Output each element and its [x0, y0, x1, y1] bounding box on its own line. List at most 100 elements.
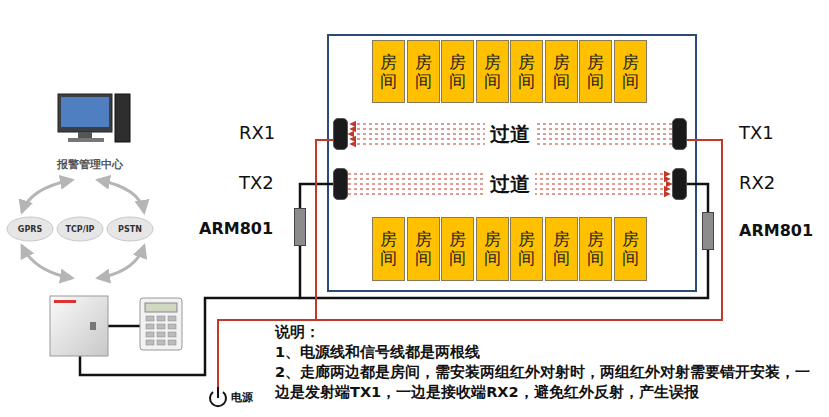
pc-tower	[115, 94, 130, 142]
network-arrow	[98, 180, 144, 212]
keypad-key	[146, 316, 154, 321]
alarm-panel-logo	[54, 300, 76, 303]
keypad-key	[146, 340, 154, 345]
note-text: 2、走廊两边都是房间，需安装两组红外对射时，两组红外对射需要错开安装，一边是发射…	[275, 362, 820, 402]
room-box: 房间	[441, 217, 474, 281]
signal-wire	[80, 298, 300, 375]
node-label: ARM801	[199, 219, 273, 238]
network-cloud: TCP/IP	[56, 216, 104, 242]
note-text: 1、电源线和信号线都是两根线	[275, 342, 480, 362]
node-label: 房间	[622, 53, 639, 90]
node-label: TX2	[239, 172, 274, 193]
room-box: 房间	[372, 40, 405, 103]
infrared-detector: RX1	[333, 118, 348, 150]
building-outline	[328, 35, 696, 291]
power-label: 电源	[231, 388, 253, 408]
power-symbol	[210, 387, 226, 406]
cloud-outline	[7, 217, 53, 241]
node-label: 房间	[380, 230, 397, 267]
corridor-label: 过道	[485, 122, 535, 146]
keyboard	[68, 138, 104, 142]
keypad-key	[168, 324, 176, 329]
room-box: 房间	[372, 217, 405, 281]
node-label: 报警管理中心	[48, 157, 132, 172]
keypad-wire	[108, 325, 140, 328]
node-label: 房间	[518, 230, 535, 267]
node-label: PSTN	[118, 225, 142, 234]
node-label: RX2	[739, 172, 775, 193]
monitor	[58, 94, 112, 132]
node-label: GPRS	[18, 225, 42, 234]
keypad-key	[168, 332, 176, 337]
room-box: 房间	[545, 217, 578, 281]
power-wire	[218, 140, 722, 387]
keypad-key	[168, 340, 176, 345]
node-label: ARM801	[739, 221, 813, 240]
keypad-display	[145, 303, 177, 312]
room-box: 房间	[441, 40, 474, 103]
room-box: 房间	[510, 40, 543, 103]
node-label: RX1	[239, 122, 275, 143]
keypad-key	[157, 332, 165, 337]
arm801-module: ARM801	[702, 212, 714, 250]
signal-wire	[300, 184, 708, 298]
network-arrow	[22, 246, 72, 278]
corridor-label: 过道	[485, 172, 535, 196]
monitor-screen	[61, 97, 109, 127]
keypad-body	[140, 298, 182, 350]
node-label: 房间	[553, 230, 570, 267]
node-label: 房间	[415, 53, 432, 90]
node-label: 房间	[449, 53, 466, 90]
cloud-outline	[107, 217, 153, 241]
network-cloud: GPRS	[6, 216, 54, 242]
node-label: 房间	[587, 53, 604, 90]
network-arrow	[22, 180, 72, 212]
infrared-detector: RX2	[672, 168, 687, 200]
computer-icon	[48, 92, 132, 152]
note-text: 说明：	[275, 322, 320, 342]
keypad-key	[146, 332, 154, 337]
room-box: 房间	[510, 217, 543, 281]
node-label: 房间	[484, 230, 501, 267]
alarm-panel-lock	[90, 322, 96, 330]
node-label: TCP/IP	[66, 225, 95, 234]
room-box: 房间	[579, 40, 612, 103]
alarm-panel	[50, 296, 108, 356]
signal-wire	[80, 184, 708, 375]
node-label: 房间	[484, 53, 501, 90]
room-box: 房间	[476, 217, 509, 281]
node-label: 房间	[622, 230, 639, 267]
room-box: 房间	[407, 217, 440, 281]
keypad-key	[157, 340, 165, 345]
node-label: 房间	[553, 53, 570, 90]
node-label: 房间	[380, 53, 397, 90]
infrared-detector: TX2	[333, 168, 348, 200]
node-label: TX1	[739, 122, 774, 143]
room-box: 房间	[579, 217, 612, 281]
network-arrow	[98, 246, 144, 278]
node-label: 房间	[518, 53, 535, 90]
room-box: 房间	[614, 40, 647, 103]
keypad	[140, 298, 182, 350]
monitor-stand	[78, 132, 92, 138]
node-label: 房间	[449, 230, 466, 267]
alarm-panel-box	[50, 296, 108, 356]
room-box: 房间	[614, 217, 647, 281]
arm801-module: ARM801	[294, 208, 306, 246]
cloud-outline	[57, 217, 103, 241]
power-symbol-bar	[217, 387, 219, 398]
keypad-key	[157, 324, 165, 329]
node-label: 房间	[587, 230, 604, 267]
node-label: 房间	[415, 230, 432, 267]
keypad-key	[157, 316, 165, 321]
keypad-key	[146, 324, 154, 329]
room-box: 房间	[476, 40, 509, 103]
alarm-center-computer: 报警管理中心	[48, 92, 132, 172]
room-box: 房间	[545, 40, 578, 103]
keypad-key	[168, 316, 176, 321]
network-cloud: PSTN	[106, 216, 154, 242]
infrared-detector: TX1	[672, 118, 687, 150]
power-wire	[316, 140, 722, 320]
